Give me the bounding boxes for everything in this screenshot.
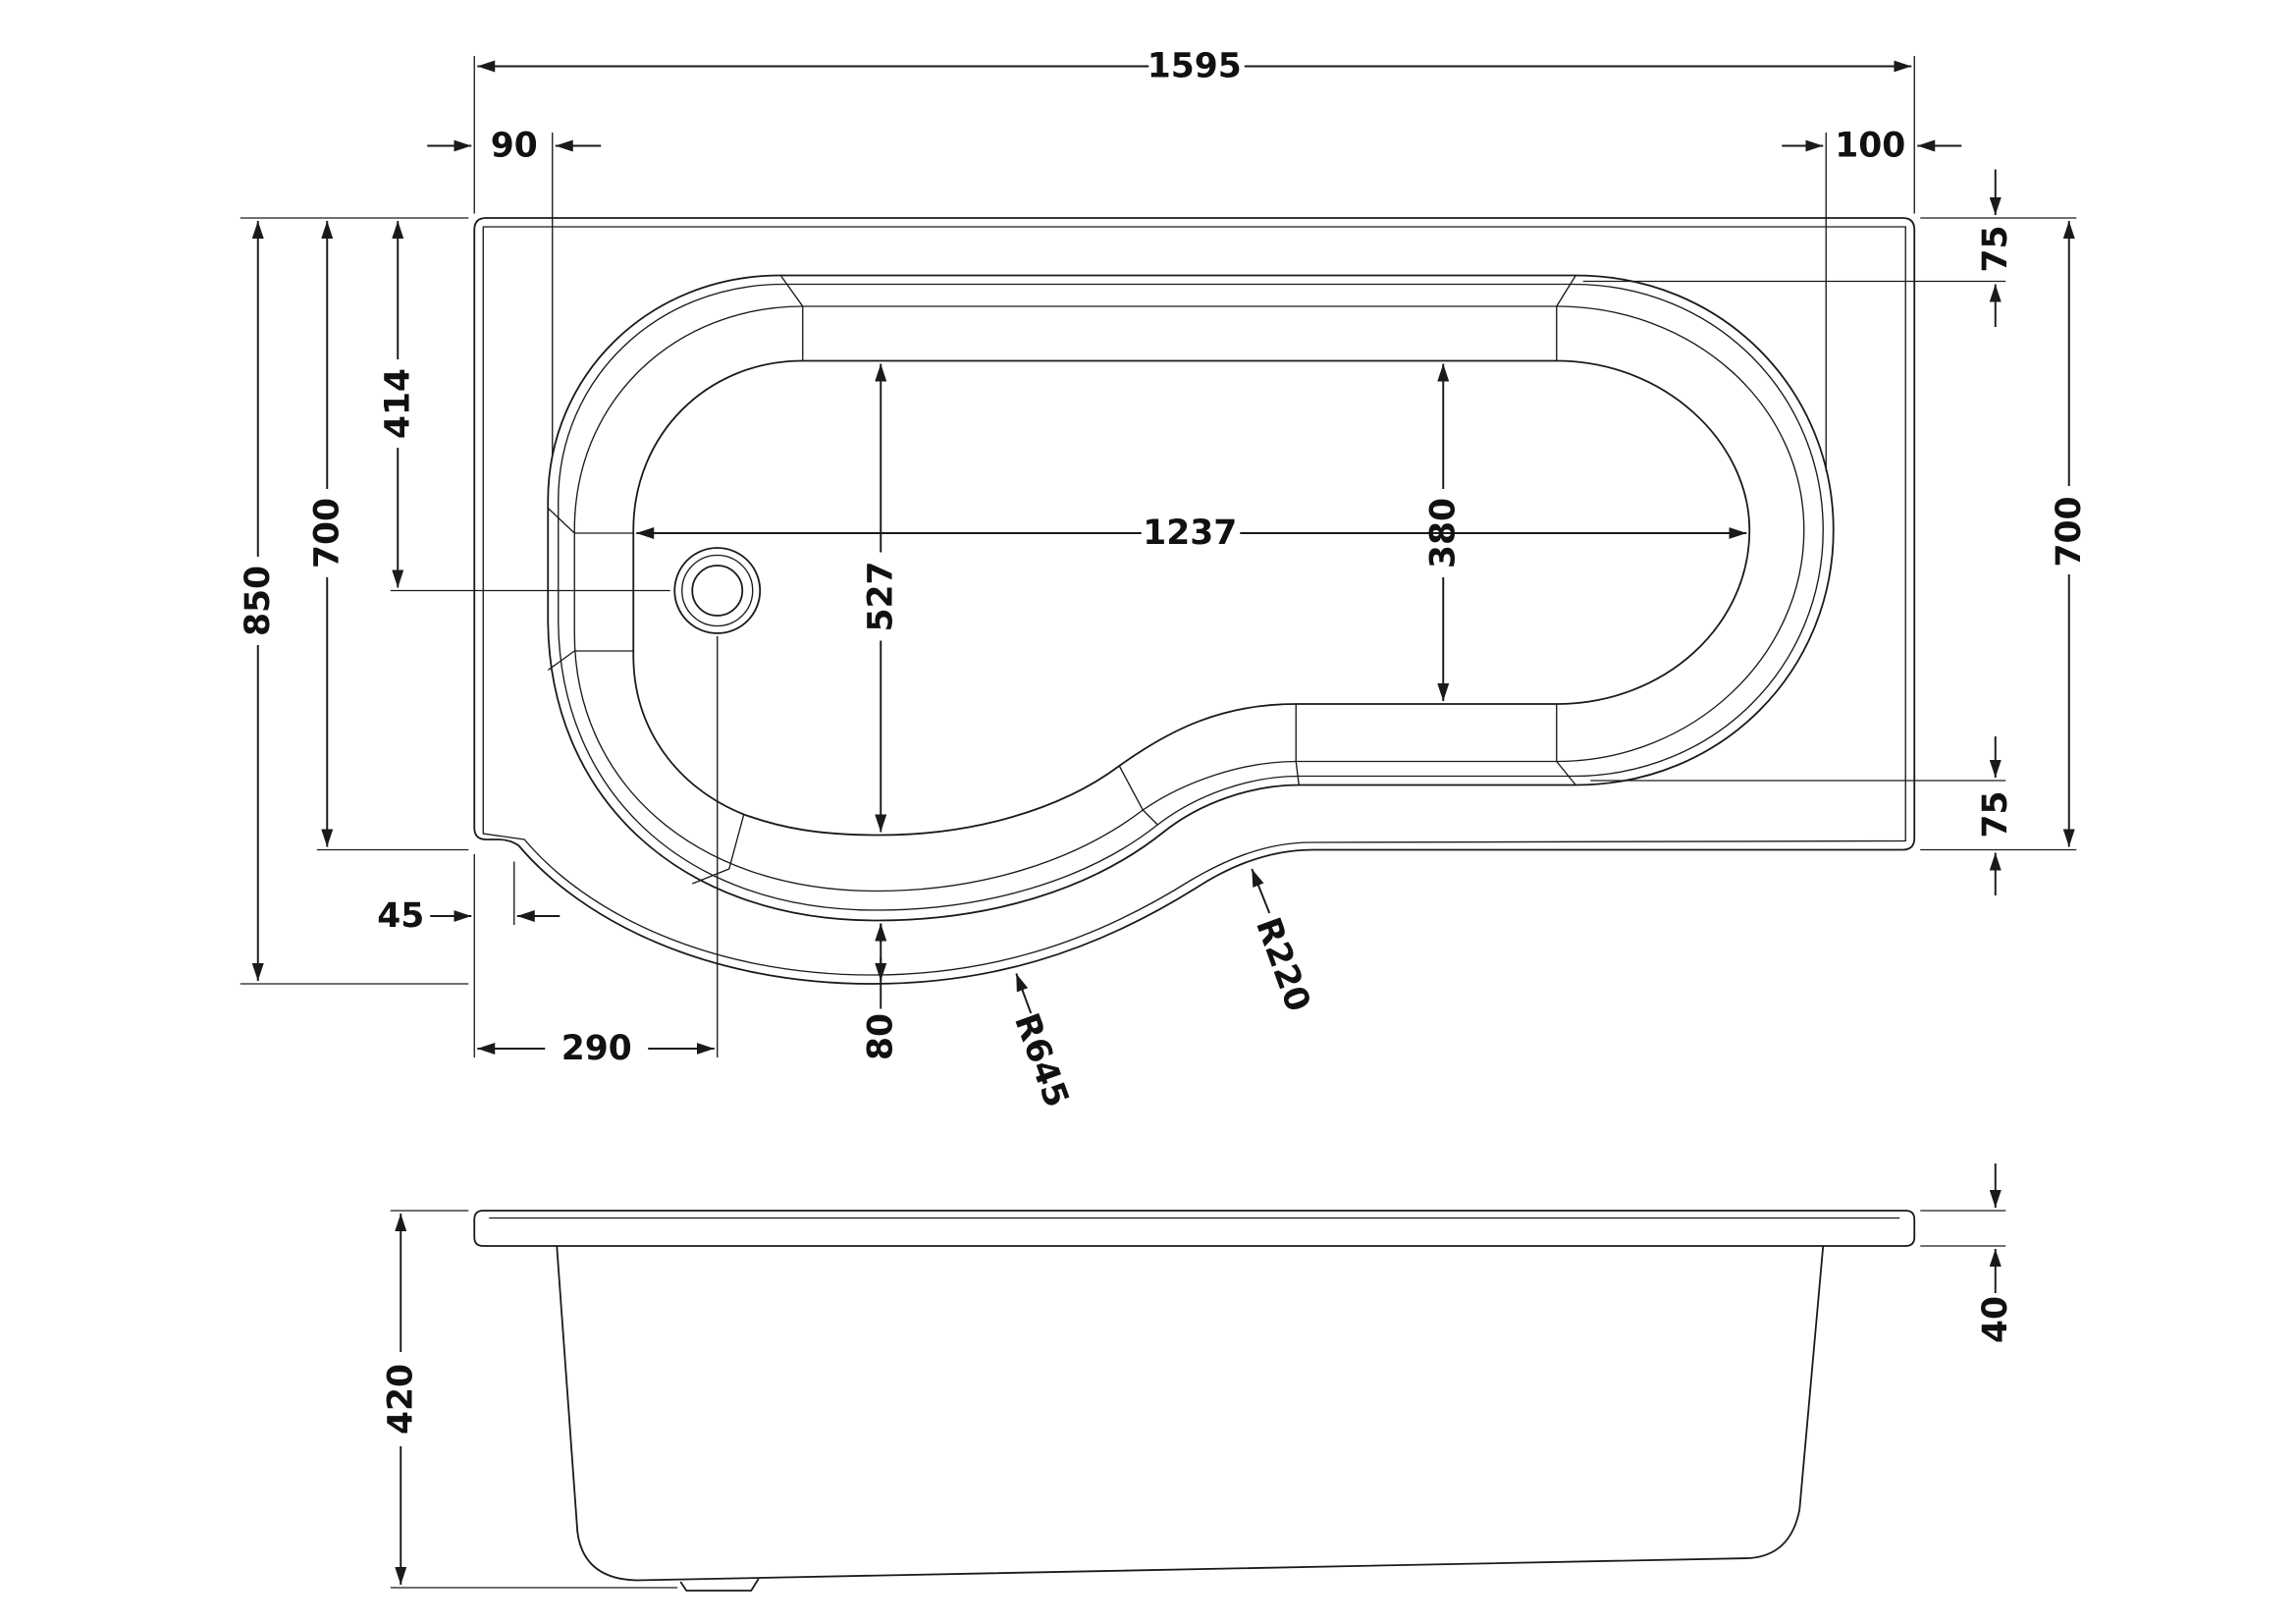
bowl-facet-lines [547,275,1576,885]
side-waste-foot [679,1578,760,1592]
bowl-ledge-edge [573,305,1805,893]
dim-internal-width-left: 527 [861,561,900,631]
dim-internal-width-right: 380 [1423,498,1463,568]
side-view: 420 40 [381,1163,2015,1592]
inner-rim-outline [482,226,1906,976]
side-body [556,1245,1825,1582]
dim-bottom-rim: 75 [1976,790,2015,838]
dimension-lines [251,60,2075,1055]
bowl-outer-edge [547,274,1835,922]
waste-outlet-icon [673,547,762,634]
dim-left-offset: 90 [491,127,538,166]
dim-radius-large: R645 [1006,1008,1076,1112]
extension-lines [240,56,2077,1057]
basin-floor-edge [632,359,1751,837]
side-dimension-lines [395,1163,2002,1585]
dim-overall-length: 1595 [1148,47,1242,86]
dim-corner-inset: 45 [377,896,424,936]
side-rim [473,1210,1916,1247]
dim-left-width: 700 [307,498,347,568]
side-extension-lines [390,1210,2006,1589]
dim-right-offset: 100 [1835,127,1905,166]
dim-waste-from-top: 414 [378,368,417,439]
dim-height: 420 [381,1364,420,1434]
dim-overall-width: 850 [239,566,278,636]
dim-bottom-rim-depth: 80 [861,1013,900,1060]
dim-internal-length: 1237 [1143,514,1237,553]
dim-top-rim: 75 [1976,225,2015,272]
bowl-outer-edge-inner [558,283,1824,911]
dim-radius-small: R220 [1248,912,1317,1016]
plan-view: 1595 90 100 75 75 700 850 700 414 1237 5… [239,47,2089,1113]
dim-right-width: 700 [2050,496,2089,567]
dim-rim-thickness: 40 [1976,1296,2015,1343]
outer-rim-outline [473,217,1916,985]
dim-waste-from-left: 290 [561,1029,632,1068]
